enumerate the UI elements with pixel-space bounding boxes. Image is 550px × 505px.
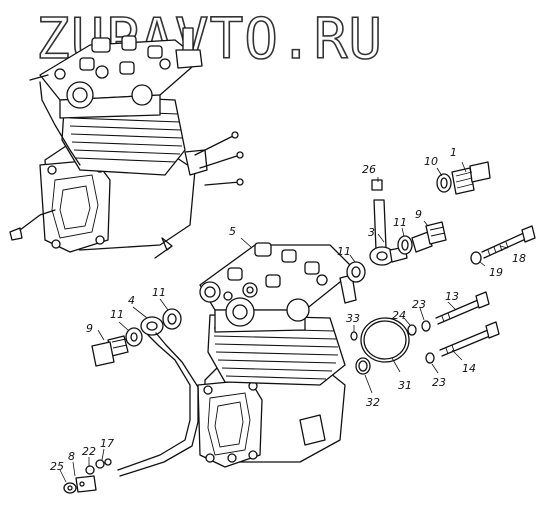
callout-32: 32 bbox=[366, 396, 380, 409]
part-bolt-13 bbox=[435, 291, 490, 325]
callout-22: 22 bbox=[82, 445, 96, 458]
callout-24: 24 bbox=[392, 309, 406, 322]
part-gasket-31 bbox=[360, 317, 410, 363]
part-pipe-4 bbox=[117, 316, 199, 477]
part-pipe-3 bbox=[369, 199, 408, 266]
part-washer-11c bbox=[162, 308, 182, 330]
callout-9-upper: 9 bbox=[415, 208, 422, 221]
part-washer-25 bbox=[63, 482, 77, 494]
callout-14: 14 bbox=[462, 362, 476, 375]
part-washer-10 bbox=[436, 173, 452, 193]
callout-18: 18 bbox=[512, 252, 526, 265]
callout-1: 1 bbox=[450, 146, 457, 159]
callout-8: 8 bbox=[68, 450, 75, 463]
part-union-1 bbox=[451, 161, 491, 195]
callout-13: 13 bbox=[445, 290, 459, 303]
callout-23-lower: 23 bbox=[432, 376, 446, 389]
part-ring-32 bbox=[355, 357, 371, 375]
callout-33: 33 bbox=[346, 312, 360, 325]
part-washer-19 bbox=[470, 251, 482, 265]
part-oring-33 bbox=[350, 331, 358, 341]
callout-11-pipe-left: 11 bbox=[110, 308, 124, 321]
callout-labels: 1 10 26 3 11 9 5 18 19 11 4 11 9 11 24 2… bbox=[50, 146, 526, 473]
part-banjo-bolt-9b bbox=[91, 335, 129, 367]
part-fitting-26 bbox=[371, 179, 383, 191]
part-bolt-18 bbox=[481, 225, 536, 259]
callout-11-upper: 11 bbox=[393, 216, 407, 229]
part-washer-23a bbox=[421, 320, 431, 332]
callout-17: 17 bbox=[100, 437, 114, 450]
part-washer-11a bbox=[397, 235, 413, 255]
part-washer-11d bbox=[125, 327, 143, 347]
callout-11-pipe-right: 11 bbox=[152, 286, 166, 299]
part-banjo-bolt-9a bbox=[411, 221, 447, 253]
callout-26: 26 bbox=[362, 163, 376, 176]
leader-lines bbox=[59, 161, 509, 483]
part-nut-22 bbox=[85, 465, 95, 475]
assembled-compressor bbox=[9, 27, 244, 253]
callout-9-lower: 9 bbox=[86, 322, 93, 335]
part-washer-23b bbox=[425, 352, 435, 364]
callout-3: 3 bbox=[368, 226, 375, 239]
part-washer-24 bbox=[407, 324, 417, 336]
callout-5: 5 bbox=[229, 225, 236, 238]
compressor-exploded bbox=[197, 242, 357, 468]
callout-31: 31 bbox=[398, 379, 412, 392]
callout-11-head: 11 bbox=[337, 245, 351, 258]
callout-23-upper: 23 bbox=[412, 298, 426, 311]
part-washer-11b bbox=[346, 261, 366, 283]
part-plate-8 bbox=[75, 475, 97, 493]
callout-4: 4 bbox=[128, 294, 135, 307]
callout-19: 19 bbox=[489, 266, 503, 279]
part-bolt-14 bbox=[439, 321, 500, 357]
callout-10: 10 bbox=[424, 155, 438, 168]
direction-arrow bbox=[154, 237, 173, 259]
part-nut-17 bbox=[95, 458, 112, 469]
callout-25: 25 bbox=[50, 460, 64, 473]
